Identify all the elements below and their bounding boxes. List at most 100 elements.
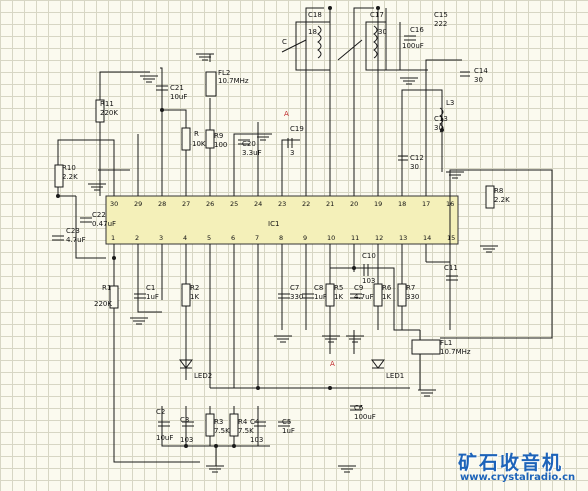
r9-val: 100 <box>214 141 227 149</box>
ic-pin-number: 21 <box>326 200 334 208</box>
c3-ref: C3 <box>180 416 189 424</box>
c21-val: 10uF <box>170 93 187 101</box>
r8-val: 2.2K <box>494 196 510 204</box>
r-ref: R <box>194 130 199 138</box>
r9-ref: R9 <box>214 132 223 140</box>
c7-ref: C7 <box>290 284 299 292</box>
c14-val: 30 <box>474 76 483 84</box>
r5-val: 1K <box>334 293 343 301</box>
c20-val: 3.3uF <box>242 149 262 157</box>
r6-ref: R6 <box>382 284 392 292</box>
c17-val: 30 <box>378 28 387 36</box>
ic-pin-number: 5 <box>207 234 211 242</box>
ic-pin-number: 20 <box>350 200 358 208</box>
c6-val: 100uF <box>354 413 376 421</box>
c13-val: 30 <box>434 124 443 132</box>
r10-ref: R10 <box>62 164 76 172</box>
ic-pin-number: 29 <box>134 200 142 208</box>
c18-val: 18 <box>308 28 317 36</box>
ic-pin-number: 23 <box>278 200 286 208</box>
c12-ref: C12 <box>410 154 424 162</box>
r-val: 10K <box>192 140 206 148</box>
c1-val: 1uF <box>146 293 159 301</box>
c8-ref: C8 <box>314 284 323 292</box>
c7-val: 330 <box>290 293 303 301</box>
ic-pin-number: 6 <box>231 234 235 242</box>
ic-body <box>105 195 459 245</box>
c17-ref: C17 <box>370 11 384 19</box>
c16-ref: C16 <box>410 26 424 34</box>
ic-pin-number: 25 <box>230 200 238 208</box>
c19-val: 3 <box>290 149 294 157</box>
ic-pin-number: 24 <box>254 200 262 208</box>
ic-pin-number: 27 <box>182 200 190 208</box>
c23-val: 4.7uF <box>66 236 86 244</box>
c14-ref: C14 <box>474 67 488 75</box>
c19-ref: C19 <box>290 125 304 133</box>
ic-pin-number: 11 <box>351 234 359 242</box>
net-marker-a-top: A <box>284 110 289 118</box>
r7-val: 330 <box>406 293 419 301</box>
ic-pin-number: 15 <box>447 234 455 242</box>
ic-pins-top: 30 29 28 27 26 25 24 23 22 21 20 19 18 17 16 <box>110 200 454 208</box>
c6-ref: C6 <box>354 404 364 412</box>
l3-ref: L3 <box>446 99 454 107</box>
c12-val: 30 <box>410 163 419 171</box>
ic-pin-number: 18 <box>398 200 406 208</box>
c23-ref: C23 <box>66 227 80 235</box>
c5-val: 1uF <box>282 427 295 435</box>
led2-ref: LED2 <box>194 372 212 380</box>
ic-pin-number: 17 <box>422 200 430 208</box>
ic-pin-number: 3 <box>159 234 163 242</box>
ic-pin-number: 19 <box>374 200 382 208</box>
ic-pin-number: 16 <box>446 200 454 208</box>
r8-ref: R8 <box>494 187 503 195</box>
c20-ref: C20 <box>242 140 256 148</box>
c11-ref: C11 <box>444 264 458 272</box>
r4-val: 7.5K <box>238 427 254 435</box>
site-watermark: 矿石收音机 www.crystalradio.cn <box>458 448 586 488</box>
ic-pin-number: 13 <box>399 234 407 242</box>
ic-label: IC1 <box>268 220 279 228</box>
ic-pin-number: 28 <box>158 200 166 208</box>
ic-pin-number: 2 <box>135 234 139 242</box>
brand-url: www.crystalradio.cn <box>460 472 576 483</box>
c22-ref: C22 <box>92 211 106 219</box>
ic-pin-number: 26 <box>206 200 214 208</box>
brand-name: 矿石收音机 <box>458 452 564 474</box>
c22-val: 0.47uF <box>92 220 116 228</box>
r5-ref: R5 <box>334 284 343 292</box>
ic-pin-number: 30 <box>110 200 118 208</box>
r1-val: 220K <box>94 300 112 308</box>
c10-ref: C10 <box>362 252 376 260</box>
fl1-val: 10.7MHz <box>440 348 471 356</box>
r3-val: 7.5K <box>214 427 230 435</box>
net-marker-c: C <box>282 38 287 46</box>
c16-val: 100uF <box>402 42 424 50</box>
c18-ref: C18 <box>308 11 322 19</box>
r6-val: 1K <box>382 293 391 301</box>
r1-ref: R1 <box>102 284 111 292</box>
r11-ref: R11 <box>100 100 114 108</box>
r10-val: 2.2K <box>62 173 78 181</box>
c8-val: 1uF <box>314 293 327 301</box>
c3-val: 103 <box>180 436 193 444</box>
fl2-ref: FL2 <box>218 69 230 77</box>
c2-val: 10uF <box>156 434 173 442</box>
r11-val: 220K <box>100 109 118 117</box>
net-marker-a-bottom: A <box>330 360 335 368</box>
ic-pin-number: 10 <box>327 234 335 242</box>
c15-val: 222 <box>434 20 447 28</box>
fl1-ref: FL1 <box>440 339 452 347</box>
c2-ref: C2 <box>156 408 165 416</box>
ic-pin-number: 4 <box>183 234 187 242</box>
fl2-val: 10.7MHz <box>218 77 249 85</box>
r3-ref: R3 <box>214 418 223 426</box>
c15-ref: C15 <box>434 11 448 19</box>
c9-val: 4.7uF <box>354 293 374 301</box>
ic-pin-number: 22 <box>302 200 310 208</box>
c1-ref: C1 <box>146 284 155 292</box>
ic-pin-number: 12 <box>375 234 383 242</box>
